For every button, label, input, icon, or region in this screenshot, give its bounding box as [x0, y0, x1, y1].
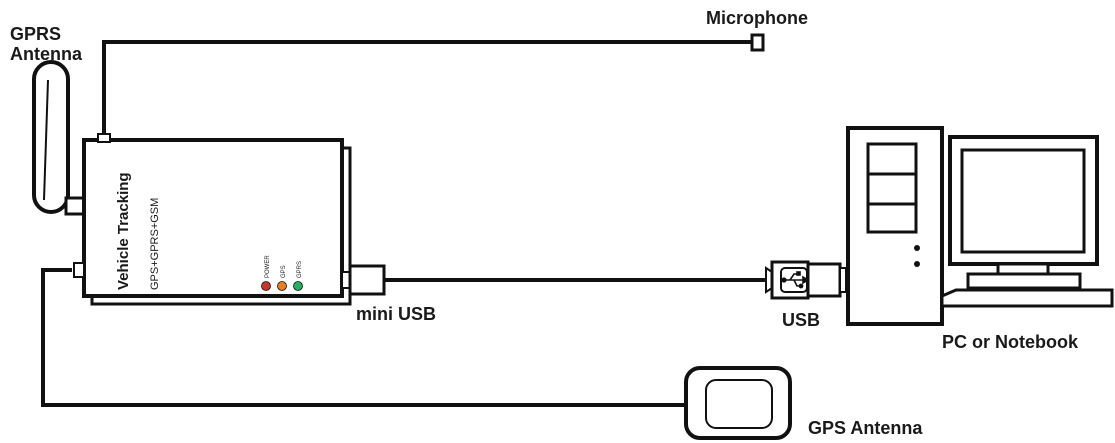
gprs-antenna-label-line2: Antenna	[10, 44, 83, 64]
pc-label: PC or Notebook	[942, 332, 1079, 352]
gps-port	[73, 262, 85, 278]
gprs-antenna	[32, 60, 88, 216]
gprs-antenna-label-line1: GPRS	[10, 24, 61, 44]
microphone-cable	[102, 40, 752, 140]
tracker-device: Vehicle Tracking GPS+GPRS+GSM POWER GPS …	[73, 133, 352, 306]
microphone-label: Microphone	[706, 8, 808, 28]
gps-antenna	[684, 366, 792, 440]
pc-computer	[846, 126, 1114, 326]
device-subtitle: GPS+GPRS+GSM	[149, 198, 161, 290]
gps-led	[277, 281, 287, 291]
usb-plug	[765, 260, 847, 300]
gprs-led-label: GPRS	[297, 261, 303, 278]
power-led-label: POWER	[265, 255, 271, 278]
microphone-port	[97, 133, 111, 143]
usb-icon	[781, 271, 810, 289]
gps-led-label: GPS	[281, 265, 287, 278]
gps-antenna-label: GPS Antenna	[808, 418, 923, 438]
mini-usb-label: mini USB	[356, 304, 436, 324]
mini-usb-plug	[341, 264, 386, 296]
microphone-connector	[750, 33, 765, 52]
led-group: POWER GPS GPRS	[261, 255, 303, 291]
power-led	[261, 281, 271, 291]
device-title: Vehicle Tracking	[115, 172, 132, 290]
usb-label: USB	[782, 310, 820, 330]
gps-antenna-cable	[41, 268, 686, 407]
gprs-led	[293, 281, 303, 291]
